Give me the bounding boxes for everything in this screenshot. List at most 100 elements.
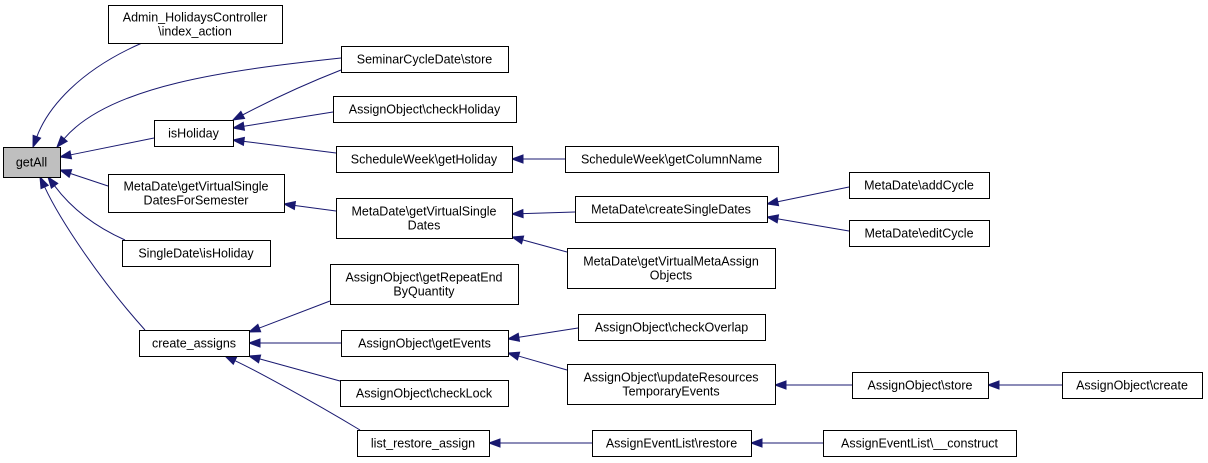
node-label: AssignObject\store bbox=[868, 379, 973, 393]
node-create-assigns[interactable]: create_assigns bbox=[139, 330, 250, 357]
edge-ael_restore-to-list_restore_assign bbox=[487, 438, 592, 448]
node-box bbox=[849, 220, 990, 247]
node-box bbox=[108, 5, 283, 44]
node-md-createSingleDates[interactable]: MetaDate\createSingleDates bbox=[575, 196, 768, 223]
node-isHoliday[interactable]: isHoliday bbox=[154, 120, 234, 147]
edge-admin_holidays-to-getAll bbox=[32, 42, 143, 149]
node-box bbox=[122, 240, 271, 267]
edge-md_createSingleDates-to-md_gvsd bbox=[510, 208, 576, 219]
node-box bbox=[139, 330, 250, 357]
edge-ao_checkHoliday-to-isHoliday bbox=[231, 111, 334, 131]
node-label: TemporaryEvents bbox=[622, 385, 719, 399]
node-label: ScheduleWeek\getColumnName bbox=[581, 153, 762, 167]
edge-ao_store-to-ao_updateRTE bbox=[773, 380, 852, 390]
node-label: AssignObject\checkHoliday bbox=[349, 103, 501, 117]
edge-ao_checkOverlap-to-ao_getEvents bbox=[506, 327, 579, 342]
node-ao-checkLock[interactable]: AssignObject\checkLock bbox=[340, 380, 509, 407]
node-label: DatesForSemester bbox=[144, 194, 249, 208]
node-box bbox=[852, 372, 989, 399]
edge-ao_getRepeatEnd-to-create_assigns bbox=[247, 300, 331, 333]
node-box bbox=[333, 96, 517, 123]
node-box bbox=[341, 330, 509, 357]
node-box bbox=[578, 314, 766, 341]
node-box bbox=[565, 146, 779, 173]
node-md-editCycle[interactable]: MetaDate\editCycle bbox=[849, 220, 990, 247]
node-box bbox=[108, 174, 285, 213]
edge-sd_isHoliday-to-getAll bbox=[47, 175, 126, 241]
node-label: isHoliday bbox=[168, 127, 219, 141]
node-label: SeminarCycleDate\store bbox=[357, 53, 493, 67]
node-box bbox=[567, 364, 776, 405]
node-box bbox=[575, 196, 768, 223]
node-md-gvsdfs[interactable]: MetaDate\getVirtualSingleDatesForSemeste… bbox=[108, 174, 285, 213]
node-box bbox=[1062, 372, 1203, 399]
edge-list_restore_assign-to-create_assigns bbox=[223, 355, 361, 431]
node-scd-store[interactable]: SeminarCycleDate\store bbox=[341, 46, 509, 73]
edge-ao_create-to-ao_store bbox=[986, 380, 1062, 390]
node-box bbox=[3, 147, 61, 178]
node-ao-store[interactable]: AssignObject\store bbox=[852, 372, 989, 399]
node-box bbox=[567, 248, 776, 289]
node-ao-checkHoliday[interactable]: AssignObject\checkHoliday bbox=[333, 96, 517, 123]
node-sw-getColumnName[interactable]: ScheduleWeek\getColumnName bbox=[565, 146, 779, 173]
node-md-addCycle[interactable]: MetaDate\addCycle bbox=[849, 172, 990, 199]
node-box bbox=[154, 120, 234, 147]
node-box bbox=[336, 146, 513, 173]
node-label: list_restore_assign bbox=[371, 437, 475, 451]
node-ao-create[interactable]: AssignObject\create bbox=[1062, 372, 1203, 399]
edge-ael_construct-to-ael_restore bbox=[749, 438, 823, 448]
edge-sw_getColumnName-to-sw_getHoliday bbox=[510, 154, 565, 164]
node-getAll[interactable]: getAll bbox=[3, 147, 61, 178]
node-label: \index_action bbox=[158, 25, 232, 39]
node-label: AssignObject\updateResources bbox=[583, 371, 758, 385]
edge-isHoliday-to-getAll bbox=[58, 137, 155, 160]
node-label: create_assigns bbox=[152, 337, 236, 351]
edge-ao_getEvents-to-create_assigns bbox=[247, 338, 341, 348]
node-label: Dates bbox=[408, 219, 441, 233]
node-label: AssignEventList\__construct bbox=[841, 437, 999, 451]
node-sw-getHoliday[interactable]: ScheduleWeek\getHoliday bbox=[336, 146, 513, 173]
node-box bbox=[336, 198, 513, 239]
node-ael-construct[interactable]: AssignEventList\__construct bbox=[823, 430, 1017, 457]
node-label: Objects bbox=[650, 269, 692, 283]
node-label: AssignObject\checkOverlap bbox=[595, 321, 749, 335]
node-label: AssignObject\getRepeatEnd bbox=[345, 271, 502, 285]
node-label: AssignObject\getEvents bbox=[358, 337, 491, 351]
node-box bbox=[341, 46, 509, 73]
node-admin-holidays[interactable]: Admin_HolidaysController\index_action bbox=[108, 5, 283, 44]
node-label: AssignObject\create bbox=[1076, 379, 1188, 393]
node-ao-updateRTE[interactable]: AssignObject\updateResourcesTemporaryEve… bbox=[567, 364, 776, 405]
node-ao-getEvents[interactable]: AssignObject\getEvents bbox=[341, 330, 509, 357]
edge-scd_store-to-getAll bbox=[56, 57, 342, 149]
node-ao-checkOverlap[interactable]: AssignObject\checkOverlap bbox=[578, 314, 766, 341]
node-box bbox=[592, 430, 752, 457]
node-label: SingleDate\isHoliday bbox=[138, 247, 254, 261]
node-ael-restore[interactable]: AssignEventList\restore bbox=[592, 430, 752, 457]
edge-md_editCycle-to-md_createSingleDates bbox=[765, 214, 850, 232]
node-label: AssignEventList\restore bbox=[606, 437, 737, 451]
node-label: MetaDate\createSingleDates bbox=[591, 203, 751, 217]
node-label: MetaDate\editCycle bbox=[864, 227, 973, 241]
node-list-restore-assign[interactable]: list_restore_assign bbox=[357, 430, 490, 457]
edge-ao_checkLock-to-create_assigns bbox=[247, 354, 341, 382]
node-label: MetaDate\addCycle bbox=[864, 179, 974, 193]
edge-sw_getHoliday-to-isHoliday bbox=[231, 136, 337, 154]
edges-layer bbox=[32, 42, 1062, 448]
edge-create_assigns-to-getAll bbox=[39, 175, 146, 331]
edge-md_gvmao-to-md_gvsd bbox=[510, 235, 568, 253]
edge-scd_store-to-isHoliday bbox=[231, 69, 342, 121]
edge-md_addCycle-to-md_createSingleDates bbox=[765, 186, 850, 207]
node-label: Admin_HolidaysController bbox=[123, 11, 268, 25]
node-label: ScheduleWeek\getHoliday bbox=[351, 153, 498, 167]
node-label: ByQuantity bbox=[393, 285, 455, 299]
node-box bbox=[330, 264, 519, 305]
node-box bbox=[340, 380, 509, 407]
edge-md_gvsd-to-md_gvsdfs bbox=[282, 200, 337, 212]
node-sd-isHoliday[interactable]: SingleDate\isHoliday bbox=[122, 240, 271, 267]
nodes-layer: getAll Admin_HolidaysController\index_act… bbox=[3, 5, 1203, 457]
node-label: MetaDate\getVirtualMetaAssign bbox=[583, 255, 759, 269]
